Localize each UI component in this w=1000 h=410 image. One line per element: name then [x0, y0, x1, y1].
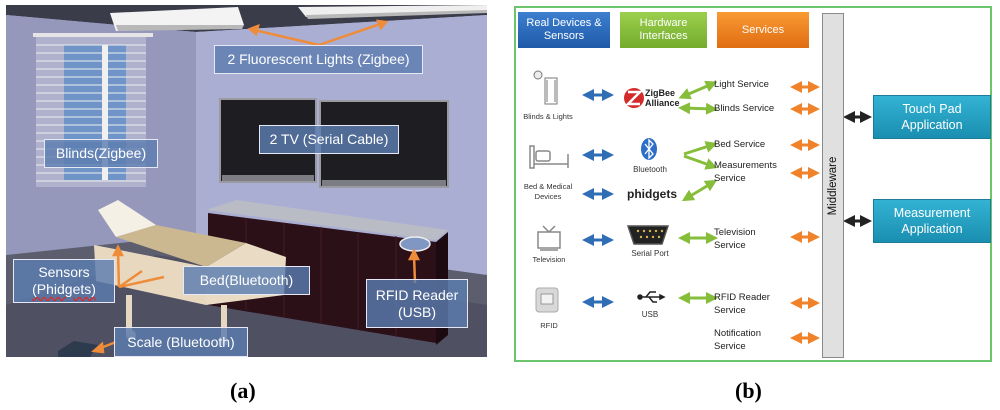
header-real-devices: Real Devices & Sensors	[518, 12, 610, 48]
service-light: Light Service	[714, 79, 769, 90]
fluorescent-light-icon	[110, 7, 244, 31]
middleware-label: Middleware	[827, 156, 839, 215]
service-rfid-reader: RFID Reader Service	[714, 292, 770, 316]
callout-bed: Bed(Bluetooth)	[183, 266, 310, 295]
usb-icon	[637, 291, 666, 303]
service-television: Television Service	[714, 227, 756, 251]
callout-fluorescent-lights: 2 Fluorescent Lights (Zigbee)	[214, 45, 423, 74]
middleware-bar: Middleware	[822, 13, 844, 358]
header-hardware-interfaces: Hardware Interfaces	[620, 12, 707, 48]
device-label-television: Television	[532, 255, 566, 264]
callout-sensors: Sensors (Phidgets)	[13, 259, 115, 303]
bluetooth-icon	[641, 138, 657, 160]
service-notification: Notification Service	[714, 328, 761, 352]
device-label-bed-medical: Bed & Medical Devices	[523, 182, 573, 201]
hardware-label-zigbee: ZigBee Alliance	[645, 88, 680, 108]
blinds-lights-icon	[533, 70, 558, 105]
hardware-label-phidgets: phidgets	[627, 187, 677, 201]
rfid-reader-pad	[399, 236, 431, 252]
callout-scale: Scale (Bluetooth)	[114, 327, 248, 357]
touch-pad-application: Touch Pad Application	[873, 95, 991, 139]
television-icon	[537, 225, 561, 251]
callout-tv: 2 TV (Serial Cable)	[259, 125, 399, 154]
service-bed: Bed Service	[714, 139, 766, 150]
caption-b: (b)	[735, 378, 762, 403]
zigbee-logo-icon	[624, 88, 644, 108]
device-label-blinds-lights: Blinds & Lights	[523, 112, 573, 121]
callout-blinds: Blinds(Zigbee)	[44, 139, 158, 168]
bed-icon	[529, 145, 569, 169]
header-services: Services	[717, 12, 809, 48]
callout-rfid-reader: RFID Reader (USB)	[366, 279, 468, 328]
caption-a: (a)	[230, 378, 256, 403]
hospital-room-scene: 2 Fluorescent Lights (Zigbee) 2 TV (Seri…	[6, 5, 487, 357]
service-measurements: Measurements Service	[714, 160, 777, 184]
device-hardware-arrows	[582, 89, 614, 308]
scale-icon	[58, 341, 98, 357]
serial-port-icon	[626, 225, 670, 245]
hardware-label-usb: USB	[641, 310, 659, 319]
device-label-rfid: RFID	[540, 321, 558, 330]
service-blinds: Blinds Service	[714, 103, 775, 114]
hardware-service-arrows	[678, 80, 718, 304]
middleware-app-arrows	[843, 111, 872, 227]
sensor-pointer-arrows	[111, 244, 165, 289]
diagram-graphics	[529, 70, 872, 344]
light-pointer-arrows	[247, 19, 389, 47]
fluorescent-light-icon	[298, 5, 487, 19]
measurement-application: Measurement Application	[873, 199, 991, 243]
hardware-label-serial-port: Serial Port	[631, 249, 669, 258]
architecture-diagram: Real Devices & Sensors Hardware Interfac…	[514, 6, 992, 362]
hardware-label-bluetooth: Bluetooth	[633, 165, 667, 174]
rfid-tag-icon	[535, 287, 559, 313]
service-middleware-arrows	[790, 81, 820, 344]
